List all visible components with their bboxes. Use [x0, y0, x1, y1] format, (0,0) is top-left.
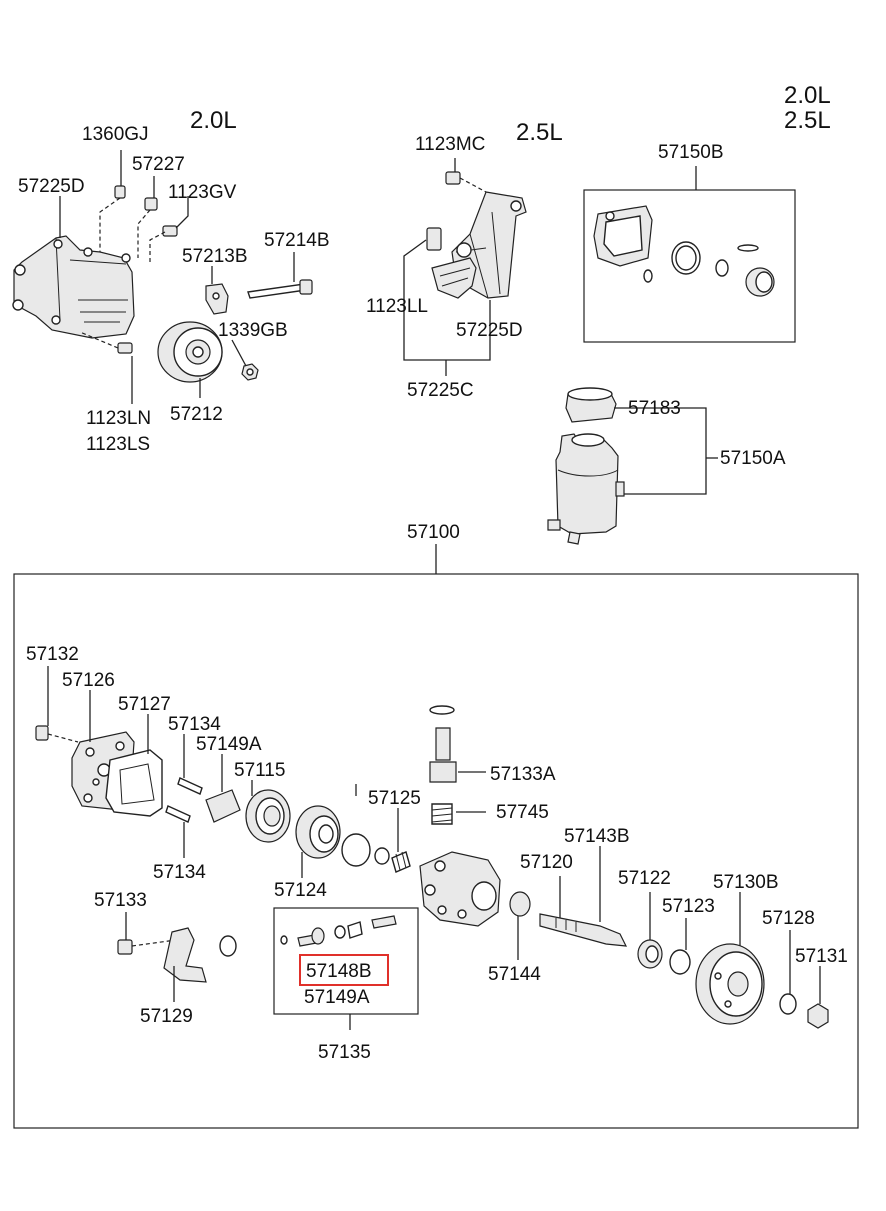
part-label: 57745 [496, 802, 549, 823]
part-label: 1123GV [168, 182, 237, 203]
part-label: 57225D [456, 320, 523, 341]
part-label: 57225C [407, 380, 474, 401]
pump-assembly-box [13, 573, 859, 1129]
part-label-highlighted: 57148B [306, 961, 372, 982]
engine-label-right-top: 2.0L [784, 82, 831, 109]
part-label: 57123 [662, 896, 715, 917]
part-label: 57120 [520, 852, 573, 873]
engine-label-right-bottom: 2.5L [784, 107, 831, 134]
engine-label-left: 2.0L [190, 107, 237, 134]
part-label: 57133A [490, 764, 556, 785]
part-label: 57128 [762, 908, 815, 929]
part-label: 57183 [628, 398, 681, 419]
part-label: 57122 [618, 868, 671, 889]
pump-components [35, 705, 829, 1029]
engine-label-middle: 2.5L [516, 119, 563, 146]
bracket-assembly-left [12, 185, 313, 383]
seal-kit-box [583, 189, 796, 343]
part-label: 57227 [132, 154, 185, 175]
part-label: 57100 [407, 522, 460, 543]
part-label: 1123LN [86, 408, 151, 429]
part-label: 57144 [488, 964, 541, 985]
part-label: 57213B [182, 246, 248, 267]
part-label: 57134 [168, 714, 221, 735]
part-label: 57131 [795, 946, 848, 967]
part-label: 1123MC [415, 134, 485, 155]
part-label: 57124 [274, 880, 327, 901]
part-label: 57125 [368, 788, 421, 809]
part-label: 57130B [713, 872, 779, 893]
part-label: 57214B [264, 230, 330, 251]
part-label: 57127 [118, 694, 171, 715]
part-label: 57149A [196, 734, 262, 755]
part-label: 1123LL [366, 296, 428, 317]
part-label: 57143B [564, 826, 630, 847]
part-label: 1123LS [86, 434, 150, 455]
part-label: 1360GJ [82, 124, 149, 145]
part-label: 57150B [658, 142, 724, 163]
part-label: 57115 [234, 760, 285, 781]
seal-kit-parts [593, 205, 775, 297]
part-label: 57149A [304, 987, 370, 1008]
part-label: 57129 [140, 1006, 193, 1027]
part-label: 57225D [18, 176, 85, 197]
part-label: 57133 [94, 890, 147, 911]
highlight-57148B [299, 954, 389, 986]
part-label: 57126 [62, 670, 115, 691]
part-label: 57132 [26, 644, 79, 665]
part-label: 1339GB [218, 320, 288, 341]
part-label: 57134 [153, 862, 206, 883]
part-label: 57150A [720, 448, 786, 469]
part-label: 57212 [170, 404, 223, 425]
reservoir-assembly [547, 387, 625, 545]
bracket-assembly-middle [426, 171, 527, 299]
part-label: 57135 [318, 1042, 371, 1063]
